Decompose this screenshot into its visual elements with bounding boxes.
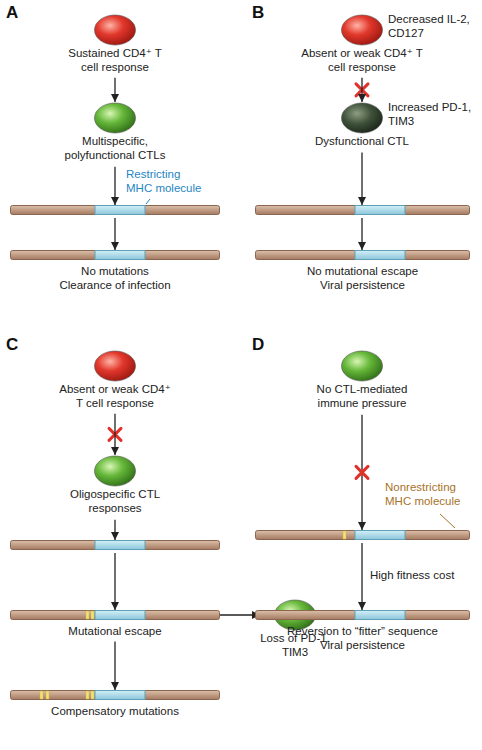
mutation-mark bbox=[86, 691, 89, 699]
genome-node: Reversion to “fitter” sequenceViral pers… bbox=[255, 610, 470, 656]
mutation-mark bbox=[40, 691, 43, 699]
cell-shape bbox=[95, 351, 136, 381]
cell-icon bbox=[93, 350, 137, 382]
genome-bar bbox=[11, 251, 220, 260]
cell-shape bbox=[342, 15, 383, 45]
node-text: Absent or weak CD4⁺ T cell response bbox=[300, 46, 425, 75]
epitope-segment bbox=[355, 251, 405, 260]
node-text: Viral persistence bbox=[255, 278, 470, 292]
mutation-mark bbox=[86, 611, 89, 619]
genome-node: No mutational escapeViral persistence bbox=[255, 250, 470, 296]
epitope-segment bbox=[95, 611, 145, 620]
genome-bar-icon bbox=[10, 610, 220, 620]
cell-icon bbox=[340, 350, 384, 382]
epitope-segment bbox=[95, 251, 145, 260]
edge-arrow bbox=[114, 641, 115, 690]
side-note: Decreased IL-2, CD127 bbox=[388, 12, 472, 41]
flow-arrow bbox=[361, 218, 362, 250]
edge-arrow bbox=[114, 414, 115, 455]
block-cross bbox=[356, 466, 368, 478]
cell-node: Increased PD-1, TIM3Dysfunctional CTL bbox=[307, 102, 417, 151]
genome-bar bbox=[256, 611, 470, 620]
genome-bar bbox=[256, 206, 470, 215]
cell-node: No CTL-mediated immune pressure bbox=[300, 350, 425, 414]
side-note: Increased PD-1, TIM3 bbox=[388, 100, 472, 129]
mutation-mark bbox=[91, 691, 94, 699]
leader-line bbox=[440, 514, 455, 528]
genome-node: Mutational escape bbox=[10, 610, 220, 641]
callout-label: Restricting MHC molecule bbox=[126, 167, 208, 196]
cell-shape bbox=[95, 15, 136, 45]
flow-arrow bbox=[114, 553, 115, 610]
illustration bbox=[11, 84, 470, 610]
genome-bar bbox=[256, 531, 470, 540]
cell-shape bbox=[342, 103, 383, 133]
cell-icon bbox=[340, 102, 384, 134]
edge-arrow bbox=[220, 614, 260, 615]
epitope-segment bbox=[355, 611, 405, 620]
flow-arrow bbox=[361, 543, 362, 610]
genome-node: Compensatory mutations bbox=[10, 690, 220, 721]
flow-arrow bbox=[361, 152, 362, 205]
node-text: Sustained CD4⁺ T cell response bbox=[65, 46, 165, 75]
cell-node: Sustained CD4⁺ T cell response bbox=[65, 14, 165, 78]
node-text: Reversion to “fitter” sequence bbox=[255, 624, 470, 638]
cell-shape bbox=[95, 456, 136, 486]
epitope-segment bbox=[95, 206, 145, 215]
node-text: Clearance of infection bbox=[10, 278, 220, 292]
genome-bar-icon bbox=[10, 250, 220, 260]
genome-bar bbox=[11, 541, 220, 550]
panel-letter: D bbox=[252, 334, 272, 355]
callout-label: Nonrestricting MHC molecule bbox=[385, 480, 471, 509]
node-text: No CTL-mediated immune pressure bbox=[300, 382, 425, 411]
node-text: No mutational escape bbox=[255, 264, 470, 278]
epitope-segment bbox=[355, 531, 405, 540]
genome-bar-icon bbox=[10, 690, 220, 700]
node-text: Multispecific, polyfunctional CTLs bbox=[58, 134, 173, 163]
panel-letter: C bbox=[6, 334, 26, 355]
flow-arrow bbox=[114, 167, 115, 205]
genome-bar bbox=[11, 691, 220, 700]
node-text: Compensatory mutations bbox=[10, 704, 220, 718]
panel-letter: A bbox=[6, 2, 26, 23]
flow-arrow bbox=[114, 218, 115, 250]
flow-arrow bbox=[114, 520, 115, 540]
cell-node: Decreased IL-2, CD127Absent or weak CD4⁺… bbox=[300, 14, 425, 78]
genome-bar-icon bbox=[255, 610, 470, 620]
cell-node: Oligospecific CTL responses bbox=[58, 455, 173, 519]
mutation-mark bbox=[91, 611, 94, 619]
node-text: No mutations bbox=[10, 264, 220, 278]
node-text: Dysfunctional CTL bbox=[307, 134, 417, 148]
genome-bar bbox=[256, 251, 470, 260]
mutation-mark bbox=[46, 691, 49, 699]
cell-node: Multispecific, polyfunctional CTLs bbox=[58, 102, 173, 166]
cell-icon bbox=[93, 102, 137, 134]
node-text: Viral persistence bbox=[255, 638, 470, 652]
cell-shape bbox=[95, 103, 136, 133]
epitope-segment bbox=[355, 206, 405, 215]
cell-icon bbox=[340, 14, 384, 46]
epitope-segment bbox=[95, 691, 145, 700]
cell-icon bbox=[93, 455, 137, 487]
node-text: Oligospecific CTL responses bbox=[58, 487, 173, 516]
cell-icon bbox=[93, 14, 137, 46]
genome-node: No mutationsClearance of infection bbox=[10, 250, 220, 296]
panel-letter: B bbox=[252, 2, 272, 23]
cell-node: Absent or weak CD4⁺ T cell response bbox=[55, 350, 175, 414]
leader-line bbox=[146, 199, 150, 204]
mutation-mark bbox=[343, 531, 346, 539]
genome-bar bbox=[11, 611, 220, 620]
epitope-segment bbox=[95, 541, 145, 550]
node-text: Mutational escape bbox=[10, 624, 220, 638]
arrow-label: High fitness cost bbox=[370, 568, 470, 582]
edge-arrow bbox=[114, 78, 115, 102]
genome-bar bbox=[11, 206, 220, 215]
cell-shape bbox=[342, 351, 383, 381]
node-text: Absent or weak CD4⁺ T cell response bbox=[55, 382, 175, 411]
edge-arrow bbox=[361, 78, 362, 102]
genome-bar-icon bbox=[255, 250, 470, 260]
